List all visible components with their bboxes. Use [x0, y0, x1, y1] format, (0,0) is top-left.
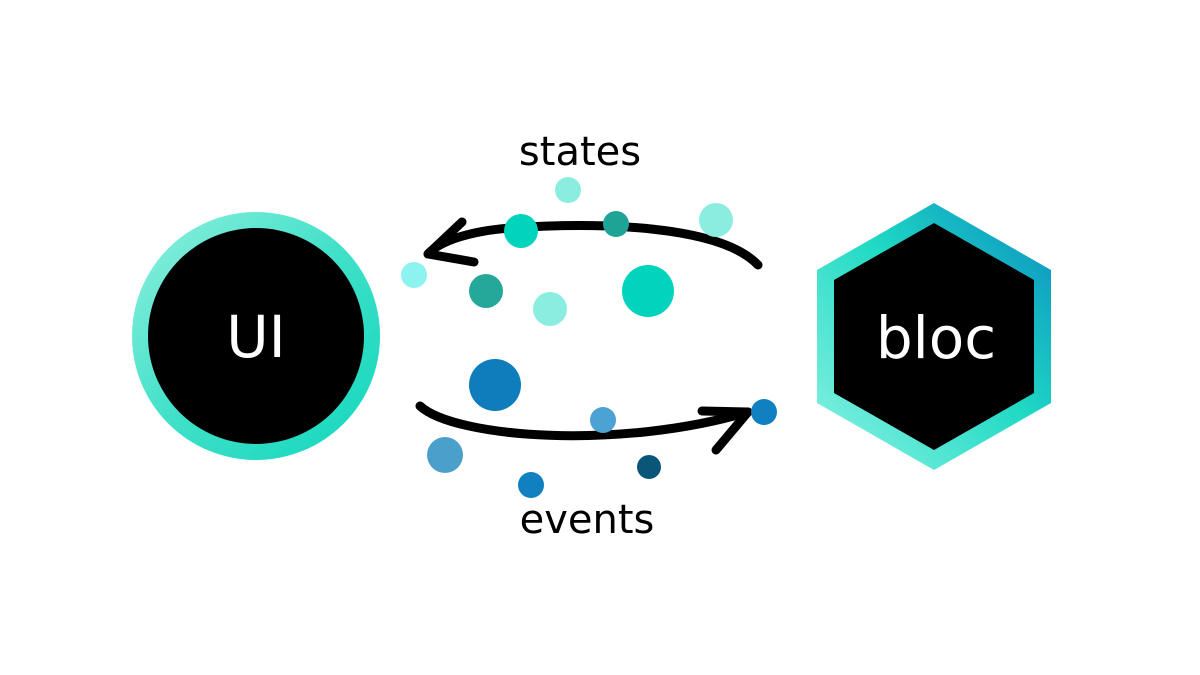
event-dots: [427, 359, 777, 498]
event-dot: [637, 455, 661, 479]
ui-node-label: UI: [226, 303, 286, 371]
state-dot: [504, 214, 538, 248]
state-dot: [469, 274, 503, 308]
events-arrow-curve: [415, 401, 753, 441]
event-dot: [469, 359, 521, 411]
state-dot: [555, 177, 581, 203]
events-label: events: [519, 497, 655, 543]
bloc-node: bloc: [817, 203, 1051, 470]
state-dot: [699, 203, 733, 237]
events-arrow-head: [697, 406, 753, 455]
state-dot: [622, 265, 674, 317]
states-arrow-curve: [423, 221, 763, 270]
bloc-node-label: bloc: [876, 304, 996, 372]
state-dot: [603, 211, 629, 237]
states-arrow-head: [423, 217, 479, 267]
event-dot: [590, 407, 616, 433]
states-label: states: [518, 129, 642, 175]
events-arrow: [415, 401, 753, 455]
state-dots: [401, 177, 733, 326]
ui-node-core: [148, 228, 364, 444]
event-dot: [751, 399, 777, 425]
state-dot: [401, 262, 427, 288]
event-dot: [518, 472, 544, 498]
event-dot: [427, 437, 463, 473]
ui-node: UI: [132, 212, 380, 460]
states-arrow: [423, 217, 763, 270]
bloc-node-hexagon-core: [834, 223, 1034, 450]
state-dot: [533, 292, 567, 326]
